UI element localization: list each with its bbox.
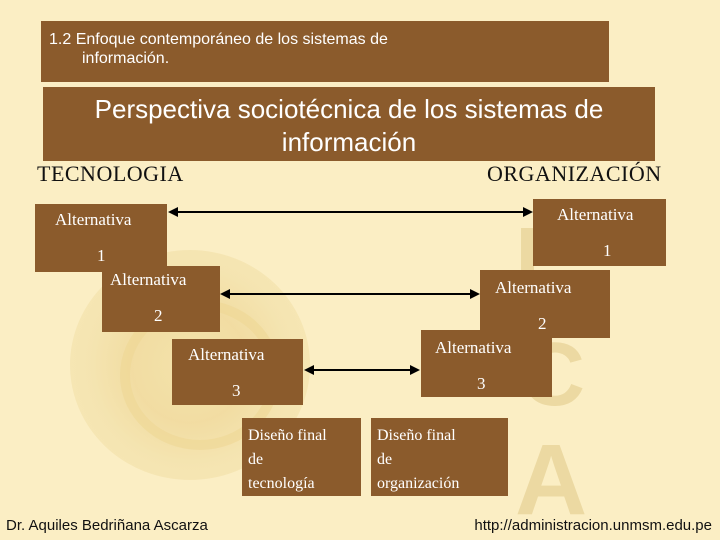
tech-alternative-1-number: 1 xyxy=(97,246,106,265)
final-organization-design: Diseño final de organización xyxy=(371,418,508,496)
org-alternative-2-label: Alternativa xyxy=(495,278,572,297)
org-alternative-1: Alternativa 1 xyxy=(533,199,666,266)
organization-heading: ORGANIZACIÓN xyxy=(487,161,662,186)
tech-alternative-1: Alternativa 1 xyxy=(35,204,167,272)
website-footer-link[interactable]: http://administracion.unmsm.edu.pe xyxy=(474,517,712,534)
org-alternative-3-label: Alternativa xyxy=(435,338,512,357)
org-alternative-2-number: 2 xyxy=(538,314,547,333)
watermark-letter-3: A xyxy=(515,424,588,536)
final-organization-line-2: de xyxy=(377,451,393,468)
section-title-line-1: 1.2 Enfoque contemporáneo de los sistema… xyxy=(49,31,388,48)
final-technology-line-1: Diseño final xyxy=(248,427,327,444)
tech-alternative-2: Alternativa 2 xyxy=(102,266,220,332)
final-technology-design: Diseño final de tecnología xyxy=(242,418,361,496)
technology-heading: TECNOLOGIA xyxy=(37,161,184,186)
tech-alternative-2-label: Alternativa xyxy=(110,270,187,289)
final-technology-line-2: de xyxy=(248,451,264,468)
final-organization-line-3: organización xyxy=(377,475,460,492)
slide-title-line-1: Perspectiva sociotécnica de los sistemas… xyxy=(94,94,604,124)
slide-title: Perspectiva sociotécnica de los sistemas… xyxy=(43,87,655,161)
org-alternative-1-number: 1 xyxy=(603,241,612,260)
org-alternative-3-number: 3 xyxy=(477,374,486,393)
tech-alternative-3-label: Alternativa xyxy=(188,345,265,364)
org-alternative-1-label: Alternativa xyxy=(557,205,634,224)
section-title-line-2: información. xyxy=(82,50,170,67)
org-alternative-3: Alternativa 3 xyxy=(421,330,552,397)
final-technology-line-3: tecnología xyxy=(248,475,315,492)
org-alternative-2: Alternativa 2 xyxy=(480,270,610,338)
tech-alternative-2-number: 2 xyxy=(154,306,163,325)
tech-alternative-3: Alternativa 3 xyxy=(172,339,303,405)
tech-alternative-3-number: 3 xyxy=(232,381,241,400)
slide-title-line-2: información xyxy=(281,127,417,157)
final-organization-line-1: Diseño final xyxy=(377,427,456,444)
tech-alternative-1-label: Alternativa xyxy=(55,210,132,229)
section-title: 1.2 Enfoque contemporáneo de los sistema… xyxy=(41,21,609,82)
author-footer: Dr. Aquiles Bedriñana Ascarza xyxy=(6,517,208,534)
